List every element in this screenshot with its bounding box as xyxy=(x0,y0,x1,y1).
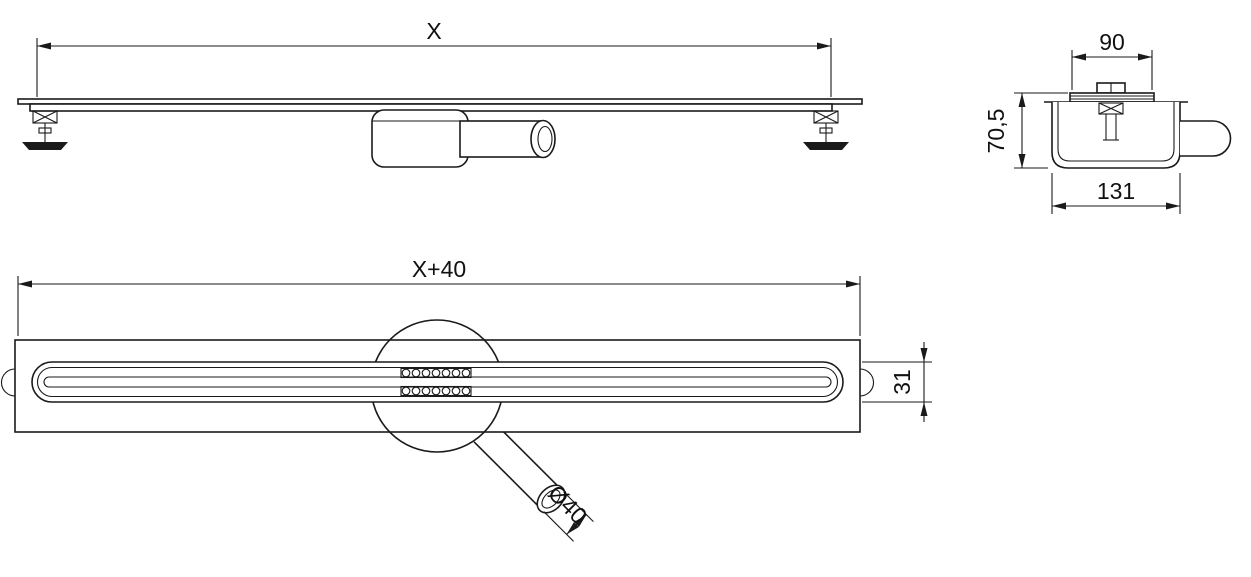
dimension-length-x40: X+40 xyxy=(17,256,861,336)
pipe-bore xyxy=(537,125,553,153)
outlet-pipe-horizontal xyxy=(459,120,544,158)
grate-perforations xyxy=(400,367,472,397)
drain-slot-outer xyxy=(31,361,844,403)
side-outlet-pipe xyxy=(1180,120,1232,157)
grate-top xyxy=(1069,92,1155,103)
dimension-height-70-5: 70,5 xyxy=(983,92,1068,169)
internal-clamp xyxy=(1098,102,1124,141)
dim-label-top-width: 90 xyxy=(1099,29,1125,55)
dimension-length-x: X xyxy=(36,18,832,97)
left-foot xyxy=(22,110,68,150)
right-foot xyxy=(803,110,849,150)
pipe-end-cap xyxy=(530,119,556,159)
foot-plate xyxy=(803,142,849,150)
dim-label-slot-width: 31 xyxy=(889,369,915,395)
end-view: 90 70,5 131 xyxy=(983,29,1232,214)
dim-label-length-x: X xyxy=(426,18,441,44)
siphon-trap xyxy=(371,109,556,168)
dimension-bottom-width-131: 131 xyxy=(1051,173,1181,214)
dimension-slot-width-31: 31 xyxy=(862,342,932,422)
foot-plate xyxy=(22,142,68,150)
plan-view: X+40 xyxy=(0,256,932,542)
outlet-pipe-45 xyxy=(473,431,566,514)
left-end-cap xyxy=(0,368,16,397)
trap-body-inner xyxy=(1057,102,1175,162)
side-view: X xyxy=(17,18,863,168)
dimension-top-width-90: 90 xyxy=(1071,29,1153,90)
trap-cup xyxy=(371,109,469,168)
right-end-cap xyxy=(859,368,875,397)
drain-slot-middle xyxy=(36,366,839,398)
pipe-end-cap xyxy=(536,484,566,514)
dim-label-bottom-width: 131 xyxy=(1097,178,1135,204)
dim-label-height: 70,5 xyxy=(983,109,1009,154)
dim-label-total-length: X+40 xyxy=(412,256,466,282)
